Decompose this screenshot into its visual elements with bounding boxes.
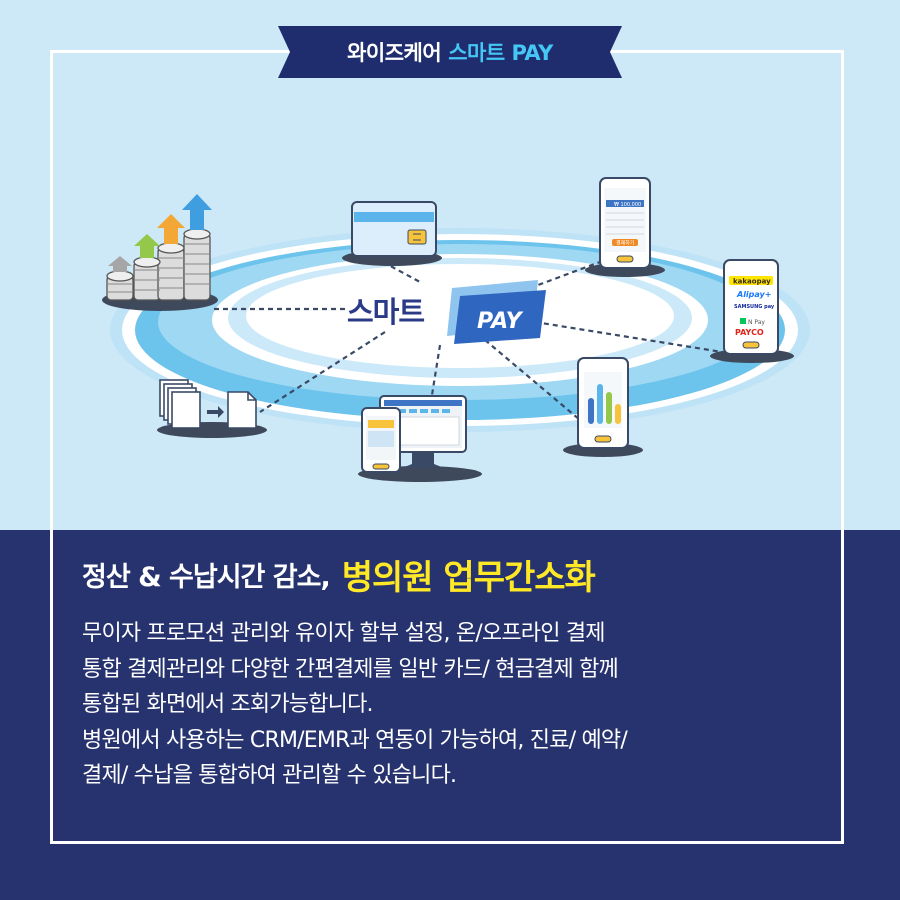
pc-tablet-icon: [358, 395, 482, 482]
connector-lines: [210, 260, 723, 421]
brand-alipay: Alipay+: [736, 290, 771, 299]
payment-phone-icon: ₩ 100,000 결제하기: [585, 177, 665, 277]
brand-npay: N Pay: [748, 319, 765, 326]
brand-payco: PAYCO: [735, 328, 764, 337]
coins-growth-icon: [102, 194, 218, 311]
bottom-panel: [0, 530, 900, 900]
pay-badge: PAY: [447, 280, 546, 344]
center-label: 스마트: [347, 295, 424, 329]
phone-amount: ₩ 100,000: [614, 202, 641, 208]
description-line: 병원에서 사용하는 CRM/EMR과 연동이 가능하여, 진료/ 예약/: [82, 727, 628, 753]
description-line: 결제/ 수납을 통합하여 관리할 수 있습니다.: [82, 763, 457, 789]
easy-pay-phone-icon: kakaopay Alipay+ SAMSUNG pay N Pay PAYCO: [710, 259, 794, 363]
ribbon-title-accent: 스마트 PAY: [448, 41, 553, 65]
description-line: 통합된 화면에서 조회가능합니다.: [82, 692, 374, 718]
brand-kakaopay: kakaopay: [733, 278, 771, 286]
brand-samsung-pay: SAMSUNG pay: [734, 304, 775, 310]
smart-pay-diagram: 스마트 PAY: [102, 177, 810, 482]
headline: 정산 & 수납시간 감소, 병의원 업무간소화: [82, 548, 842, 600]
analytics-phone-icon: [563, 357, 643, 457]
document-conversion-icon: [157, 379, 267, 438]
credit-card-icon: [342, 201, 442, 266]
title-ribbon: 와이즈케어 스마트 PAY: [278, 26, 622, 78]
headline-part2: 병의원 업무간소화: [341, 557, 596, 598]
description: 무이자 프로모션 관리와 유이자 할부 설정, 온/오프라인 결제 통합 결제관…: [82, 616, 842, 794]
headline-part1: 정산 & 수납시간 감소,: [82, 561, 331, 593]
pay-badge-text: PAY: [477, 309, 524, 334]
phone-pay-button: 결제하기: [616, 240, 634, 247]
description-line: 무이자 프로모션 관리와 유이자 할부 설정, 온/오프라인 결제: [82, 621, 606, 646]
ribbon-title: 와이즈케어 스마트 PAY: [278, 26, 622, 78]
ribbon-title-main: 와이즈케어: [347, 41, 442, 65]
description-line: 통합 결제관리와 다양한 간편결제를 일반 카드/ 현금결제 함께: [82, 656, 619, 682]
